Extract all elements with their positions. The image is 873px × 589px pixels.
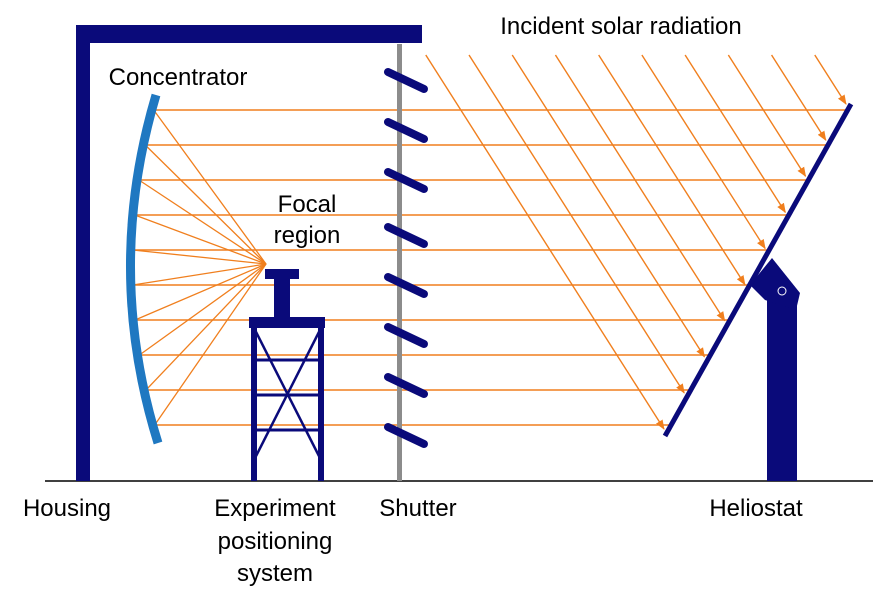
converging-ray: [154, 263, 267, 426]
incident-ray: [511, 54, 706, 358]
converging-ray: [134, 263, 267, 321]
incident-ray: [770, 54, 827, 141]
incident-ray: [598, 54, 746, 286]
converging-ray: [144, 144, 267, 265]
focal-region-label-line1: Focal: [278, 191, 337, 218]
incident-ray: [727, 54, 807, 178]
converging-ray: [134, 214, 267, 265]
converging-ray: [145, 263, 267, 391]
incident-ray: [814, 54, 847, 105]
shutter-slat: [384, 68, 428, 93]
shutter: [384, 44, 428, 481]
converging-ray: [138, 179, 267, 265]
incident-ray: [425, 54, 665, 430]
converging-rays: [132, 109, 267, 426]
incident-rays: [425, 54, 847, 430]
shutter-label: Shutter: [379, 495, 456, 522]
shutter-slat: [384, 223, 428, 248]
shutter-slat: [384, 273, 428, 298]
heliostat: [662, 102, 854, 481]
incident-ray: [684, 54, 786, 214]
experiment-label-line1: Experiment: [214, 495, 336, 522]
housing: [76, 25, 422, 481]
heliostat-mirror: [662, 102, 854, 438]
shutter-slat: [384, 118, 428, 143]
converging-ray: [153, 109, 267, 265]
heliostat-label: Heliostat: [709, 495, 803, 522]
shutter-slat: [384, 323, 428, 348]
focal-region-label-line2: region: [274, 222, 341, 249]
experiment-positioning-system: [249, 269, 325, 481]
shutter-slat: [384, 373, 428, 398]
housing-label: Housing: [23, 495, 111, 522]
converging-ray: [132, 249, 267, 265]
shutter-slat: [384, 168, 428, 193]
concentrator-mirror: [126, 93, 163, 445]
converging-ray: [139, 263, 267, 356]
concentrator-label: Concentrator: [109, 64, 248, 91]
experiment-label-line3: system: [237, 560, 313, 587]
incident-ray: [554, 54, 726, 322]
incident-ray: [468, 54, 685, 394]
incident-radiation-label: Incident solar radiation: [500, 13, 741, 40]
shutter-slats: [384, 68, 428, 448]
shutter-slat: [384, 423, 428, 448]
converging-ray: [132, 263, 267, 286]
experiment-label-line2: positioning: [218, 528, 333, 555]
incident-ray: [641, 54, 766, 250]
